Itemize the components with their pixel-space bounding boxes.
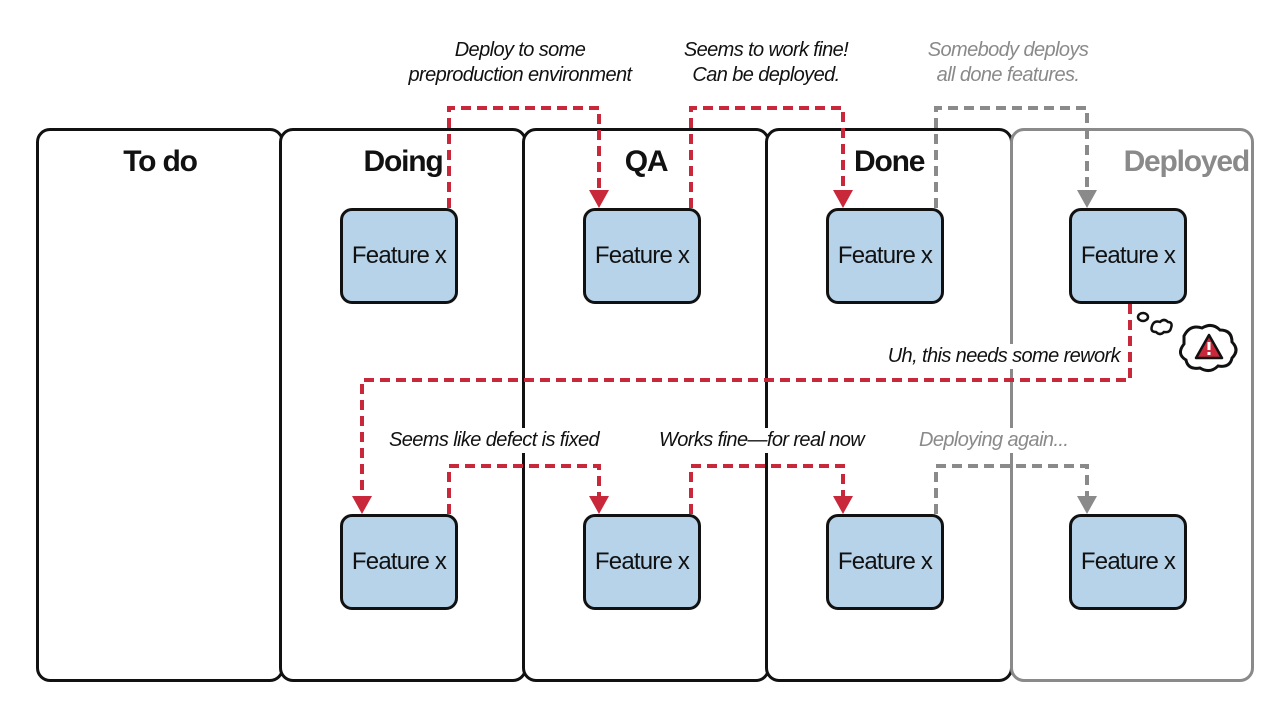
arrow-done-to-deployed-bottom (934, 464, 1089, 514)
feature-card-done-top: Feature x (826, 208, 944, 304)
feature-card-qa-top: Feature x (583, 208, 701, 304)
arrow-qa-to-done-top (689, 106, 845, 208)
feature-card-deployed-top: Feature x (1069, 208, 1187, 304)
label-deploying-again: Deploying again... (918, 428, 1070, 453)
arrow-doing-to-qa-top (447, 106, 601, 208)
warning-icon (1194, 333, 1224, 360)
arrow-done-to-deployed-top (934, 106, 1089, 208)
feature-card-doing-bottom: Feature x (340, 514, 458, 610)
column-title-done: Done (854, 145, 925, 178)
arrowhead-doing-bottom (352, 496, 372, 514)
label-deploy-preprod-line1: Deploy to some (454, 39, 586, 61)
label-seems-fine-line2: Can be deployed. (692, 64, 840, 86)
label-somebody-line1: Somebody deploys (927, 39, 1089, 61)
arrowhead-done-top (833, 190, 853, 208)
label-somebody-line2: all done features. (936, 64, 1080, 86)
label-deploy-preprod-line2: preproduction environment (408, 64, 633, 86)
column-title-todo: To do (123, 145, 198, 178)
feature-card-doing-top: Feature x (340, 208, 458, 304)
label-rework: Uh, this needs some rework (885, 344, 1122, 369)
arrowhead-deployed-bottom (1077, 496, 1097, 514)
column-title-doing: Doing (363, 145, 444, 178)
thought-bubble-icon (1136, 311, 1238, 373)
column-todo: To do (36, 128, 284, 682)
feature-card-deployed-bottom: Feature x (1069, 514, 1187, 610)
label-defect-fixed: Seems like defect is fixed (388, 428, 601, 453)
arrow-doing-to-qa-bottom (447, 464, 601, 514)
feature-card-done-bottom: Feature x (826, 514, 944, 610)
arrow-rework (360, 304, 1132, 498)
label-deploy-preprod: Deploy to some preproduction environment (408, 38, 633, 88)
column-title-deployed: Deployed (1123, 145, 1251, 178)
feature-card-qa-bottom: Feature x (583, 514, 701, 610)
label-works-fine: Works fine—for real now (658, 428, 866, 453)
label-seems-fine-line1: Seems to work fine! (683, 39, 849, 61)
label-somebody-deploys: Somebody deploys all done features. (928, 38, 1089, 88)
label-seems-fine: Seems to work fine! Can be deployed. (683, 38, 849, 88)
arrowhead-deployed-top (1077, 190, 1097, 208)
arrowhead-qa-bottom (589, 496, 609, 514)
arrowhead-done-bottom (833, 496, 853, 514)
arrowhead-qa-top (589, 190, 609, 208)
column-title-qa: QA (624, 145, 669, 178)
arrow-qa-to-done-bottom (689, 464, 845, 514)
